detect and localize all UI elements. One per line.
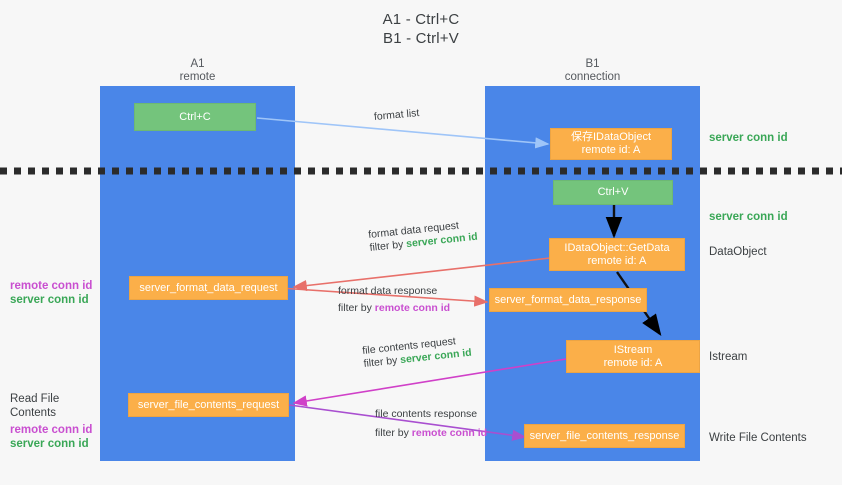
node-server-format-data-request[interactable]: server_format_data_request — [129, 276, 288, 300]
side-format-remote-conn-id: remote conn id — [10, 280, 93, 292]
side-read-file-contents: Read File Contents — [10, 393, 60, 419]
side-label-write-file-contents: Write File Contents — [709, 432, 807, 444]
side-label-group-file: Read File Contents remote conn id server… — [10, 392, 102, 451]
page-title: A1 - Ctrl+C B1 - Ctrl+V — [0, 10, 842, 48]
side-file-remote-conn-id: remote conn id — [10, 424, 93, 436]
edge-fdresp-prefix: filter by — [338, 302, 375, 314]
side-label-istream: Istream — [709, 351, 748, 363]
node-ctrl-c[interactable]: Ctrl+C — [134, 103, 256, 131]
node-istream-sub: remote id: A — [603, 356, 663, 369]
edge-label-format-list-line1: format list — [373, 107, 420, 123]
lane-b1-sub: connection — [564, 71, 621, 83]
edge-fdreq-prefix: filter by — [369, 238, 407, 254]
lane-header-b1: B1 connection — [485, 58, 700, 84]
node-ctrl-c-label: Ctrl+C — [179, 110, 211, 123]
node-getdata-label: IDataObject::GetData — [564, 241, 670, 254]
edge-label-file-contents-response: file contents response filter by remote … — [375, 408, 487, 440]
edge-fdresp-token: remote conn id — [374, 302, 451, 314]
node-ctrl-v-label: Ctrl+V — [597, 186, 629, 198]
edge-label-format-list: format list — [373, 107, 419, 124]
node-server-file-contents-response[interactable]: server_file_contents_response — [524, 424, 685, 448]
title-line-2: B1 - Ctrl+V — [383, 30, 459, 47]
edge-label-format-data-response: format data response filter by remote co… — [338, 285, 450, 315]
side-label-group-format: remote conn id server conn id — [10, 279, 96, 307]
edge-fcresp-prefix: filter by — [375, 427, 412, 439]
node-istream[interactable]: IStream remote id: A — [566, 340, 700, 373]
side-label-server-conn-id-paste: server conn id — [709, 211, 788, 223]
lane-a1-sub: remote — [179, 71, 216, 83]
lane-a1-name: A1 — [190, 58, 205, 70]
node-idataobject-getdata[interactable]: IDataObject::GetData remote id: A — [549, 238, 685, 271]
edge-label-file-contents-request: file contents request filter by server c… — [362, 334, 473, 371]
node-save-dataobject[interactable]: 保存IDataObject remote id: A — [550, 128, 672, 160]
node-ctrl-v[interactable]: Ctrl+V — [553, 180, 673, 205]
side-file-server-conn-id: server conn id — [10, 438, 89, 450]
edge-fcreq-prefix: filter by — [363, 354, 401, 370]
edge-label-format-data-request: format data request filter by server con… — [368, 218, 479, 255]
edge-fdresp-line2: filter by remote conn id — [338, 302, 450, 315]
lane-header-a1: A1 remote — [100, 58, 295, 84]
node-fmt-resp-label: server_format_data_response — [494, 293, 642, 306]
side-label-server-conn-id-top: server conn id — [709, 132, 788, 144]
side-label-dataobject: DataObject — [709, 246, 767, 258]
node-save-dataobject-sub: remote id: A — [581, 144, 641, 156]
node-istream-label: IStream — [613, 343, 653, 356]
edge-fcresp-token: remote conn id — [411, 427, 488, 439]
node-fmt-req-label: server_format_data_request — [139, 281, 278, 294]
node-save-dataobject-label: 保存IDataObject — [570, 131, 652, 143]
node-server-format-data-response[interactable]: server_format_data_response — [489, 288, 647, 312]
title-line-1: A1 - Ctrl+C — [382, 11, 460, 28]
node-getdata-sub: remote id: A — [587, 254, 647, 267]
node-file-req-label: server_file_contents_request — [137, 398, 280, 411]
edge-fcresp-line1: file contents response — [375, 408, 478, 420]
node-server-file-contents-request[interactable]: server_file_contents_request — [128, 393, 289, 417]
side-format-server-conn-id: server conn id — [10, 294, 89, 306]
edge-fcresp-line2: filter by remote conn id — [375, 427, 487, 440]
node-file-resp-label: server_file_contents_response — [529, 429, 680, 442]
lane-b1-name: B1 — [585, 58, 600, 70]
edge-fdresp-line1: format data response — [338, 285, 438, 297]
